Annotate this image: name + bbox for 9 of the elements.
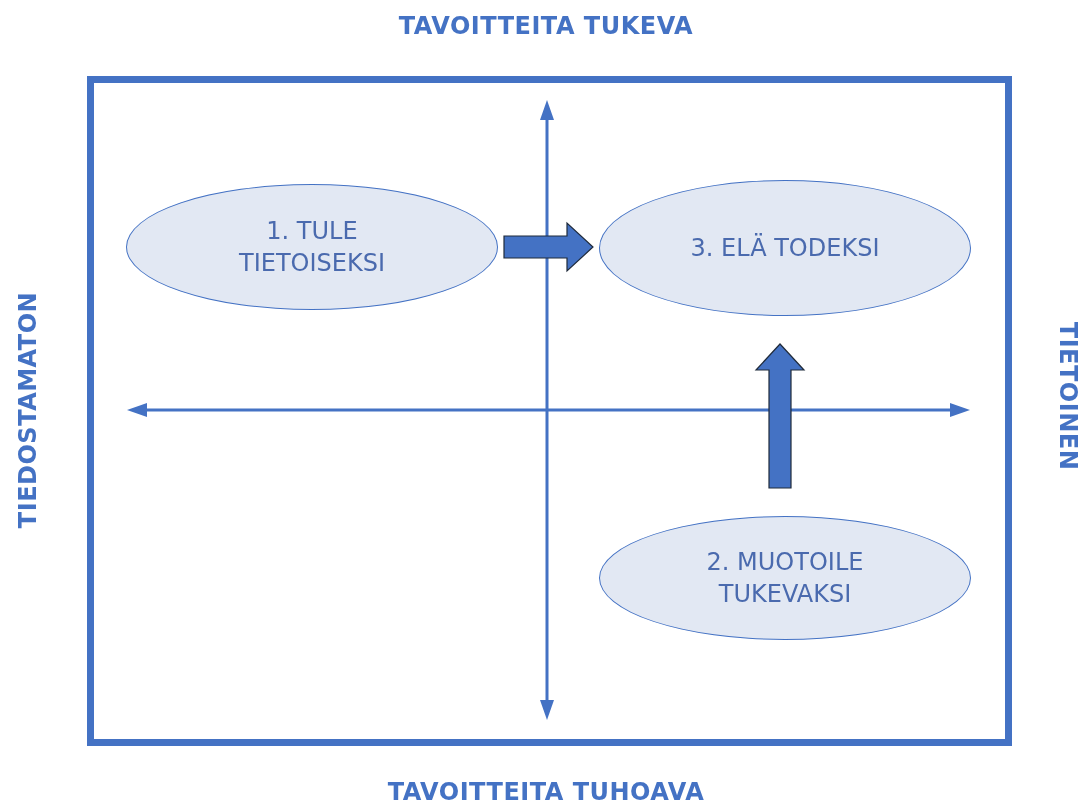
node-label: 2. MUOTOILE TUKEVAKSI xyxy=(705,546,865,610)
node-label: 1. TULE TIETOISEKSI xyxy=(238,215,386,279)
node-label: 3. ELÄ TODEKSI xyxy=(690,232,880,264)
axis-label: TAVOITTEITA TUKEVA xyxy=(398,12,694,40)
axis-label: TIEDOSTAMATON xyxy=(14,291,42,529)
block-arrow xyxy=(754,343,806,489)
axis-label: TIETOINEN xyxy=(1054,321,1082,471)
axis-label: TAVOITTEITA TUHOAVA xyxy=(387,778,705,806)
block-arrow xyxy=(503,221,594,273)
